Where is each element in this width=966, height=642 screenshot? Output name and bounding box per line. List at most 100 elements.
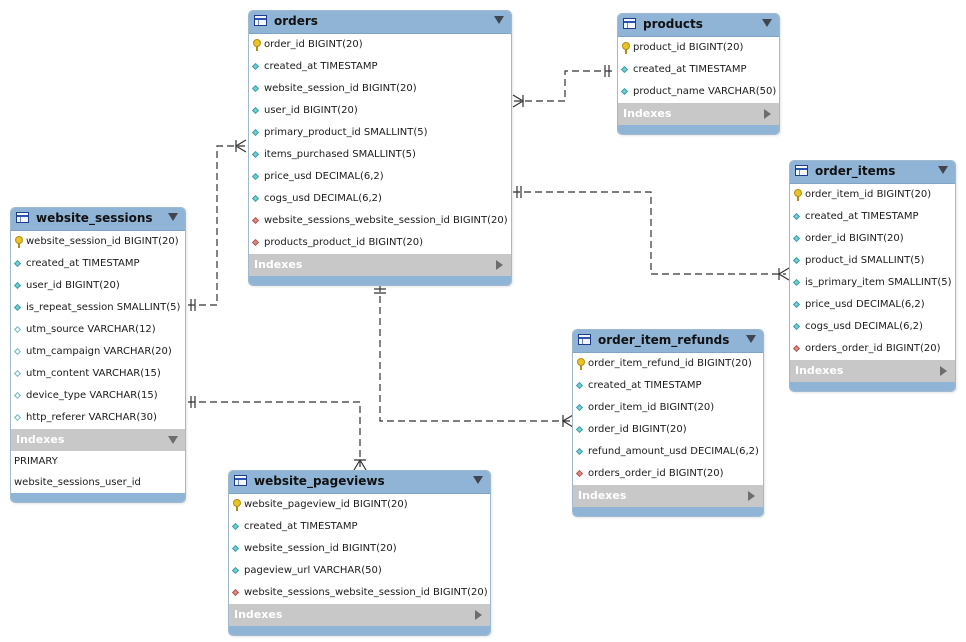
table-name: order_item_refunds [598,333,730,347]
table-header[interactable]: website_pageviews [229,471,490,494]
expand-right-icon[interactable] [748,491,755,501]
marker-many-orders-1 [512,94,525,108]
column-row[interactable]: website_session_id BIGINT(20) [249,78,511,100]
indexes-section-header[interactable]: Indexes [11,429,185,451]
primary-key-icon [233,499,241,511]
column-row[interactable]: is_repeat_session SMALLINT(5) [11,297,185,319]
column-row[interactable]: order_item_id BIGINT(20) [573,397,763,419]
column-row[interactable]: pageview_url VARCHAR(50) [229,560,490,582]
column-row[interactable]: order_id BIGINT(20) [249,34,511,56]
column-row[interactable]: orders_order_id BIGINT(20) [790,338,955,360]
column-text: primary_product_id SMALLINT(5) [264,127,428,138]
column-text: user_id BIGINT(20) [26,280,120,291]
expand-right-icon[interactable] [940,366,947,376]
expand-down-icon[interactable] [168,436,178,444]
column-row[interactable]: orders_order_id BIGINT(20) [573,463,763,485]
column-row[interactable]: created_at TIMESTAMP [11,253,185,275]
expand-right-icon[interactable] [496,260,503,270]
table-header[interactable]: products [618,14,779,37]
column-text: utm_campaign VARCHAR(20) [26,346,172,357]
column-row[interactable]: website_session_id BIGINT(20) [229,538,490,560]
column-text: order_item_id BIGINT(20) [588,402,715,413]
column-row[interactable]: order_id BIGINT(20) [573,419,763,441]
column-icon [251,172,260,181]
collapse-arrow-icon[interactable] [746,335,756,343]
column-row[interactable]: refund_amount_usd DECIMAL(6,2) [573,441,763,463]
indexes-section-header[interactable]: Indexes [573,485,763,507]
column-row[interactable]: order_item_id BIGINT(20) [790,184,955,206]
collapse-arrow-icon[interactable] [762,19,772,27]
column-text: orders_order_id BIGINT(20) [588,468,724,479]
column-text: created_at TIMESTAMP [264,61,378,72]
column-row[interactable]: device_type VARCHAR(15) [11,385,185,407]
column-row[interactable]: cogs_usd DECIMAL(6,2) [790,316,955,338]
column-row[interactable]: utm_campaign VARCHAR(20) [11,341,185,363]
table-order-item-refunds[interactable]: order_item_refunds order_item_refund_id B… [572,329,764,517]
column-row[interactable]: utm_content VARCHAR(15) [11,363,185,385]
column-row[interactable]: product_id BIGINT(20) [618,37,779,59]
column-row[interactable]: created_at TIMESTAMP [573,375,763,397]
collapse-arrow-icon[interactable] [168,213,178,221]
column-icon [231,522,240,531]
table-header[interactable]: website_sessions [11,208,185,231]
table-icon [234,475,247,486]
nullable-column-icon [13,413,22,422]
column-row[interactable]: order_item_refund_id BIGINT(20) [573,353,763,375]
table-header[interactable]: order_items [790,161,955,184]
column-text: order_id BIGINT(20) [264,39,363,50]
table-name: orders [274,14,318,28]
expand-right-icon[interactable] [764,109,771,119]
column-row[interactable]: cogs_usd DECIMAL(6,2) [249,188,511,210]
column-text: cogs_usd DECIMAL(6,2) [264,193,382,204]
column-row[interactable]: products_product_id BIGINT(20) [249,232,511,254]
indexes-section-header[interactable]: Indexes [229,604,490,626]
column-row[interactable]: product_name VARCHAR(50) [618,81,779,103]
table-orders[interactable]: orders order_id BIGINT(20) created_at TIME… [248,10,512,286]
column-row[interactable]: http_referer VARCHAR(30) [11,407,185,429]
column-text: is_primary_item SMALLINT(5) [805,277,952,288]
expand-right-icon[interactable] [475,610,482,620]
column-row[interactable]: user_id BIGINT(20) [249,100,511,122]
column-row[interactable]: website_pageview_id BIGINT(20) [229,494,490,516]
column-text: product_name VARCHAR(50) [633,86,777,97]
nullable-column-icon [13,391,22,400]
index-row[interactable]: website_sessions_user_id [11,472,185,493]
column-row[interactable]: created_at TIMESTAMP [229,516,490,538]
index-row[interactable]: PRIMARY [11,451,185,472]
indexes-section-header[interactable]: Indexes [618,103,779,125]
column-row[interactable]: utm_source VARCHAR(12) [11,319,185,341]
column-row[interactable]: order_id BIGINT(20) [790,228,955,250]
column-row[interactable]: primary_product_id SMALLINT(5) [249,122,511,144]
column-row[interactable]: items_purchased SMALLINT(5) [249,144,511,166]
column-row[interactable]: created_at TIMESTAMP [790,206,955,228]
column-text: utm_source VARCHAR(12) [26,324,156,335]
column-row[interactable]: created_at TIMESTAMP [618,59,779,81]
column-row[interactable]: price_usd DECIMAL(6,2) [790,294,955,316]
column-text: refund_amount_usd DECIMAL(6,2) [588,446,759,457]
column-row[interactable]: website_sessions_website_session_id BIGI… [249,210,511,232]
collapse-arrow-icon[interactable] [473,476,483,484]
table-header[interactable]: orders [249,11,511,34]
table-header[interactable]: order_item_refunds [573,330,763,353]
indexes-section-header[interactable]: Indexes [249,254,511,276]
column-text: product_id SMALLINT(5) [805,255,925,266]
column-row[interactable]: website_session_id BIGINT(20) [11,231,185,253]
column-row[interactable]: created_at TIMESTAMP [249,56,511,78]
column-row[interactable]: website_sessions_website_session_id BIGI… [229,582,490,604]
indexes-label: Indexes [16,433,65,446]
column-row[interactable]: product_id SMALLINT(5) [790,250,955,272]
indexes-section-header[interactable]: Indexes [790,360,955,382]
column-text: pageview_url VARCHAR(50) [244,565,382,576]
column-row[interactable]: user_id BIGINT(20) [11,275,185,297]
column-row[interactable]: is_primary_item SMALLINT(5) [790,272,955,294]
collapse-arrow-icon[interactable] [938,166,948,174]
column-row[interactable]: price_usd DECIMAL(6,2) [249,166,511,188]
foreign-key-icon [575,469,584,478]
table-icon [16,212,29,223]
collapse-arrow-icon[interactable] [494,16,504,24]
